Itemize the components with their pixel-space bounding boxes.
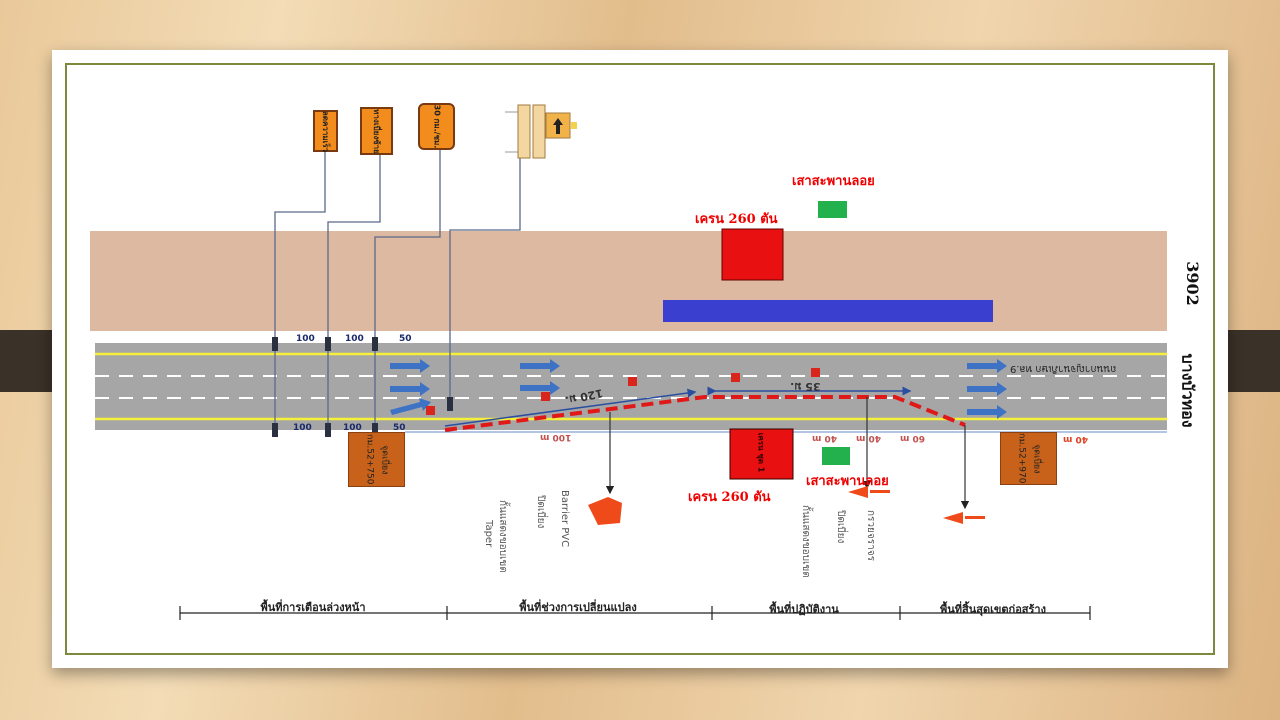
bridge-pillar-top	[818, 201, 847, 218]
callout-arrows	[605, 397, 970, 510]
note-taper-close: ปิดเบี่ยง	[535, 495, 546, 529]
bridge-pillar-label-bottom: เสาสะพานลอย	[806, 474, 889, 489]
barrier-pvc-icon	[588, 497, 622, 525]
dim-bottom-1: 100	[293, 423, 312, 433]
timeline-transition: พื้นที่ช่วงการเปลี่ยนแปลง	[519, 601, 637, 614]
taper-dimension-line	[444, 388, 697, 427]
road-name: ถนนกาญจนาภิเษก ทล.9	[1010, 363, 1117, 374]
detour-km: กม.52+970	[1016, 433, 1027, 484]
dim-bottom-2: 100	[343, 423, 362, 433]
dim-top-3: 50	[399, 334, 412, 344]
dim-bottom-3: 50	[393, 423, 406, 433]
road-cones	[426, 368, 820, 415]
crane-bottom	[729, 428, 794, 480]
sign-poles	[274, 150, 521, 435]
barricade-icon	[505, 104, 577, 159]
median-strip	[90, 231, 1167, 331]
speed-reduce-sign: ลดความเร็ว	[313, 110, 338, 152]
timeline	[179, 606, 1091, 620]
work-length: 35 ม.	[790, 380, 821, 393]
dim-40m-a: 40 m	[812, 433, 838, 443]
note-cone-close: ปิดเบี่ยง	[835, 510, 846, 544]
sign-posts	[272, 337, 453, 437]
dim-top-2: 100	[345, 334, 364, 344]
dim-100m: 100 m	[540, 432, 572, 442]
note-cone: กรวยจราจร	[865, 510, 876, 561]
note-cone-desc: กั้นแสดงขอบเขต	[800, 505, 811, 578]
dim-40m-b: 40 m	[856, 433, 882, 443]
crane-top	[721, 228, 784, 281]
crane-box-text: เครน ชุด 1	[756, 432, 766, 473]
timeline-work-area: พื้นที่ปฏิบัติงาน	[769, 603, 839, 616]
timeline-termination: พื้นที่สิ้นสุดเขตก่อสร้าง	[940, 603, 1046, 616]
bridge-pillar-label-top: เสาสะพานลอย	[792, 174, 875, 189]
note-taper: Taper	[483, 520, 494, 548]
dim-60m: 60 m	[900, 433, 926, 443]
sign-text: ทางเบี่ยงซ้าย	[372, 108, 381, 154]
road	[95, 343, 1167, 430]
slide-frame	[65, 63, 1215, 655]
detour-point-2: กม.52+970 จุดเบี่ยง	[1000, 432, 1057, 485]
beam	[663, 300, 993, 322]
speed-limit-sign: 30 กม./ชม.	[418, 103, 455, 150]
sign-text: 30 กม./ชม.	[432, 104, 441, 149]
detour-km: กม.52+750	[364, 434, 375, 485]
detour-left-sign: ทางเบี่ยงซ้าย	[360, 107, 393, 155]
crane-label-bottom: เครน 260 ตัน	[688, 490, 771, 505]
barrier-line	[444, 395, 966, 432]
dim-top-1: 100	[296, 334, 315, 344]
lane-arrows	[390, 359, 1007, 419]
sign-text: ลดความเร็ว	[321, 110, 331, 152]
note-barrier: Barrier PVC	[559, 490, 570, 548]
route-number: 3902	[1182, 261, 1202, 306]
bridge-pillar-bottom	[822, 447, 850, 465]
cone-icon	[848, 486, 890, 498]
detour-title: จุดเบี่ยง	[1031, 443, 1042, 474]
place-label: บางบัวทอง	[1178, 353, 1198, 428]
detour-point-1: กม.52+750 จุดเบี่ยง	[348, 432, 405, 487]
note-taper-desc: กั้นแสดงขอบเขต	[497, 500, 508, 573]
detour-title: จุดเบี่ยง	[379, 444, 390, 475]
cone-icon	[943, 512, 985, 524]
crane-label-top: เครน 260 ตัน	[695, 212, 778, 227]
dim-40m-c: 40 m	[1063, 434, 1089, 444]
timeline-advance-warning: พื้นที่การเตือนล่วงหน้า	[260, 601, 366, 614]
